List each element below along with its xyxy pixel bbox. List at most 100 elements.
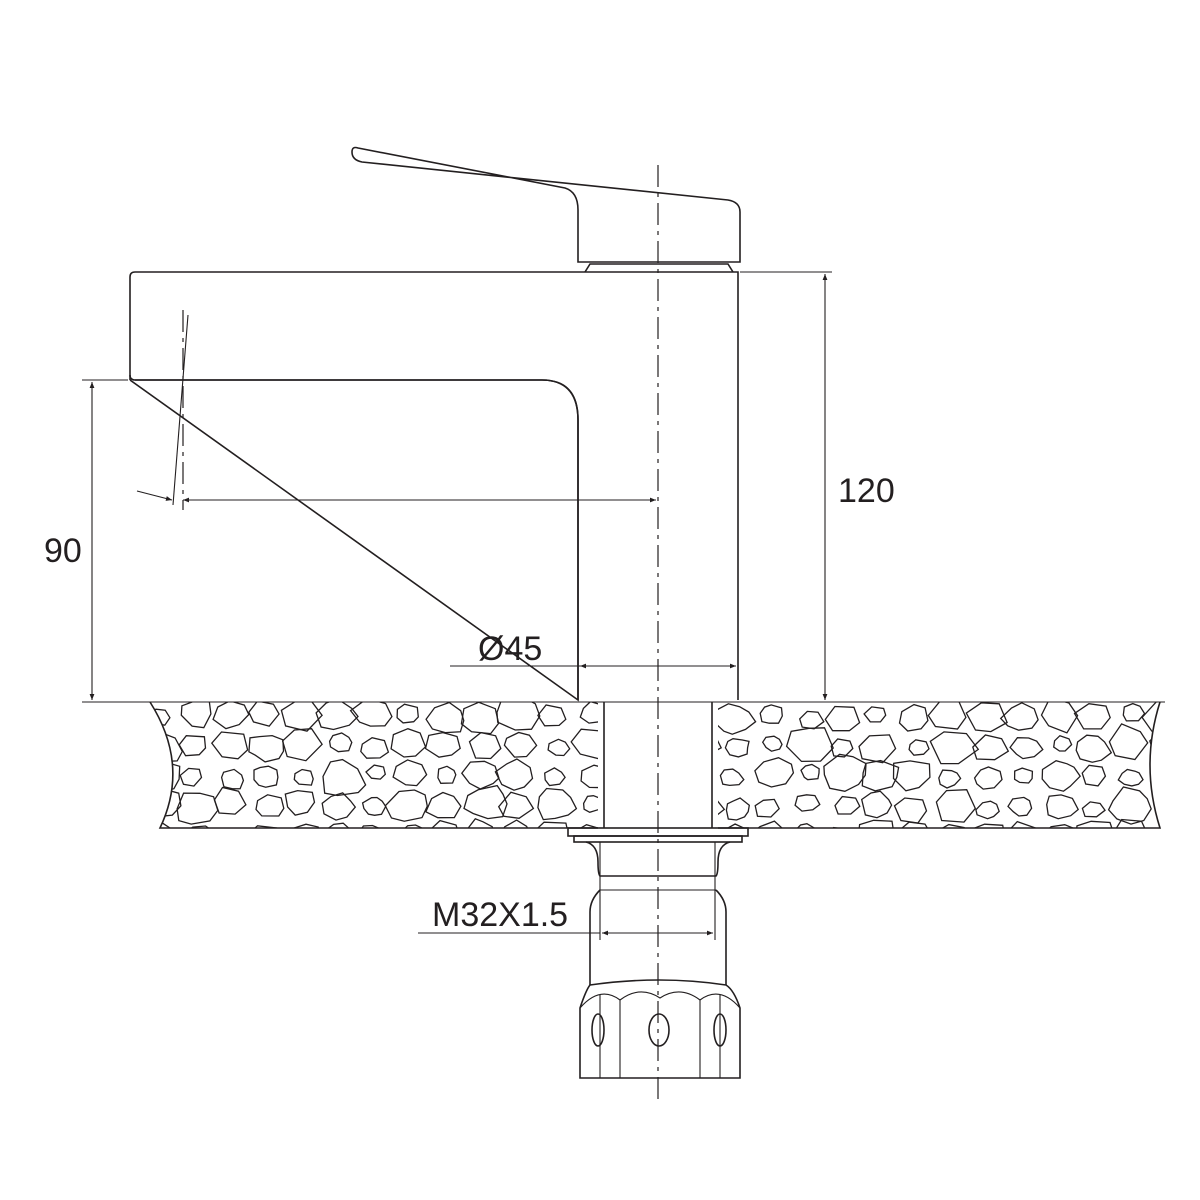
- stone-shape: [608, 727, 653, 758]
- stone-shape: [858, 734, 897, 764]
- spout-height-label: 90: [44, 532, 82, 570]
- stone-shape: [1158, 829, 1179, 845]
- stone-shape: [1117, 768, 1144, 787]
- stone-shape: [315, 702, 359, 731]
- dimension-lines: [82, 271, 1165, 936]
- stone-shape: [150, 788, 182, 818]
- stone-shape: [361, 796, 387, 816]
- stone-shape: [645, 760, 692, 793]
- stone-shape: [503, 731, 538, 758]
- stone-shape: [280, 702, 323, 732]
- stone-shape: [284, 789, 316, 816]
- stone-shape: [999, 702, 1039, 731]
- stone-shape: [293, 768, 314, 786]
- stone-shape: [1107, 786, 1152, 825]
- stone-shape: [680, 788, 726, 823]
- stone-shape: [1013, 767, 1034, 784]
- stone-shape: [210, 731, 249, 760]
- stone-shape: [794, 823, 817, 828]
- stone-shape: [437, 765, 457, 784]
- stone-shape: [463, 784, 508, 820]
- stone-shape: [635, 702, 686, 734]
- stone-shape: [1122, 702, 1146, 722]
- stone-shape: [975, 800, 1000, 820]
- lock-nut: [579, 979, 741, 1079]
- stone-shape: [761, 735, 783, 752]
- countertop-outline: [149, 701, 1162, 829]
- stone-shape: [935, 789, 977, 823]
- stone-shape: [927, 702, 967, 730]
- thread-label: M32X1.5: [432, 896, 569, 934]
- stone-shape: [863, 706, 887, 723]
- stone-shape: [150, 761, 181, 794]
- stone-shape: [892, 760, 931, 792]
- stone-shape: [328, 732, 353, 753]
- stone-shape: [823, 753, 867, 792]
- stone-shape: [1009, 737, 1044, 760]
- stone-shape: [681, 763, 713, 787]
- stone-shape: [800, 763, 820, 781]
- stone-shape: [150, 732, 184, 763]
- stone-shape: [929, 731, 980, 765]
- stone-shape: [462, 818, 496, 828]
- stone-shape: [834, 795, 861, 815]
- lever-handle: [351, 146, 741, 263]
- stone-shape: [349, 702, 393, 727]
- stone-shape: [965, 702, 1008, 733]
- stone-shape: [894, 821, 936, 828]
- stone-shape: [1040, 702, 1079, 734]
- stone-shape: [425, 791, 462, 819]
- stone-shape: [213, 786, 247, 815]
- stone-shape: [384, 789, 428, 822]
- stone-shape: [1041, 824, 1082, 828]
- stone-shape: [724, 823, 750, 828]
- stone-shape: [497, 819, 533, 828]
- stone-shape: [1003, 820, 1049, 828]
- stone-shape: [615, 702, 644, 725]
- stone-shape: [650, 728, 681, 754]
- stone-shape: [678, 728, 723, 761]
- stone-shape: [287, 823, 324, 828]
- stone-shape: [1081, 764, 1107, 787]
- stone-shape: [893, 797, 928, 824]
- stone-shape: [1081, 801, 1106, 818]
- stone-shape: [224, 832, 245, 851]
- stone-shape: [798, 710, 825, 730]
- stone-shape: [794, 794, 821, 812]
- stone-shape: [830, 738, 854, 758]
- stone-shape: [827, 826, 852, 828]
- stone-shape: [150, 708, 171, 726]
- stone-shape: [857, 819, 896, 828]
- stone-shape: [544, 767, 566, 787]
- stone-shape: [365, 764, 387, 780]
- stone-shape: [220, 768, 245, 790]
- stone-shape: [427, 819, 462, 828]
- stone-shape: [181, 825, 216, 828]
- stone-shape: [608, 758, 648, 792]
- stone-shape: [1075, 734, 1113, 763]
- stone-shape: [930, 823, 972, 828]
- countertop: [149, 701, 1179, 851]
- stone-shape: [750, 820, 792, 828]
- stone-shape: [494, 758, 534, 791]
- stone-shape: [860, 790, 893, 819]
- stone-shape: [537, 704, 567, 727]
- stone-shape: [390, 728, 427, 758]
- stone-shape: [212, 702, 250, 730]
- stone-shape: [824, 705, 861, 732]
- handle-base: [584, 263, 734, 273]
- stone-shape: [460, 702, 500, 735]
- stone-shape: [176, 792, 219, 825]
- stone-shape: [1052, 734, 1073, 752]
- stone-shape: [537, 787, 578, 821]
- stone-shape: [607, 790, 651, 826]
- stone-shape: [908, 739, 930, 756]
- stone-shape: [281, 728, 323, 762]
- stone-shape: [460, 760, 500, 790]
- stone-shape: [425, 702, 465, 734]
- stone-shape: [1041, 759, 1082, 792]
- stone-shape: [547, 738, 571, 757]
- faucet-body: [129, 271, 739, 702]
- stone-shape: [321, 792, 357, 821]
